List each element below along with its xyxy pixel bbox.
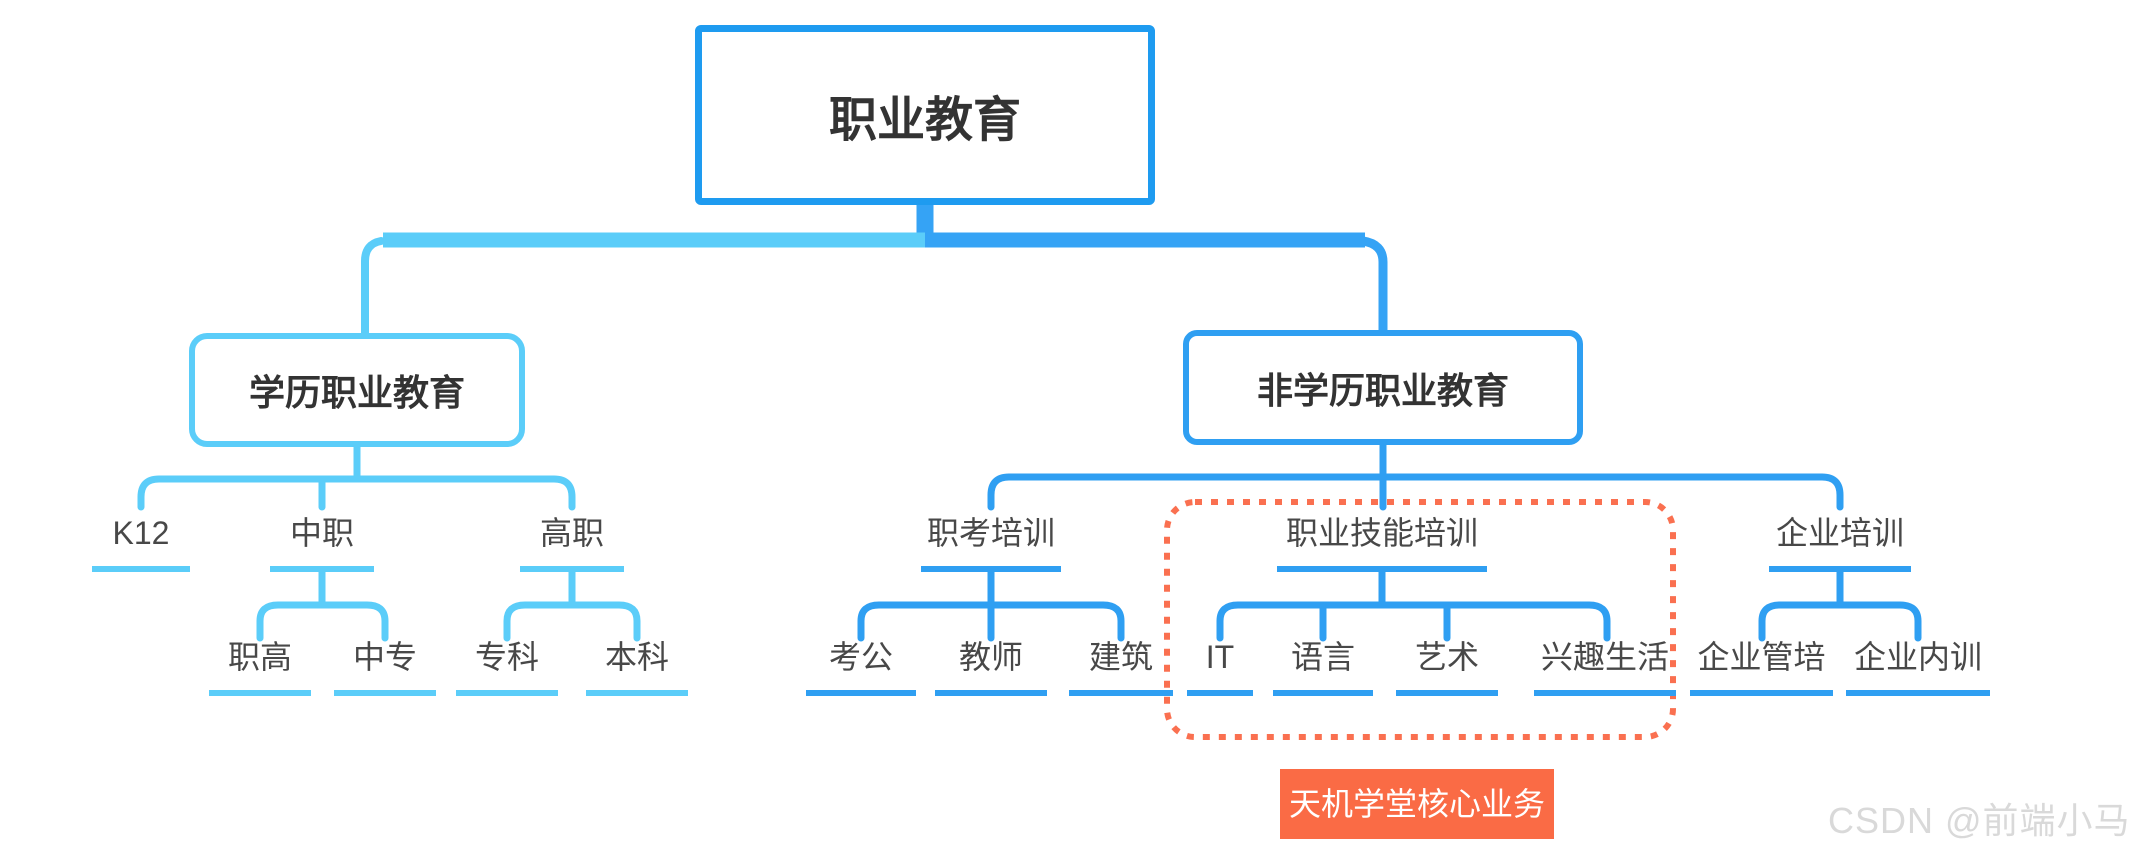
node-civil-service-exam[interactable]: 考公 [806,634,916,696]
connector-drop-nonacademic [1358,236,1388,335]
node-academic-vocational-education[interactable]: 学历职业教育 [189,333,525,447]
node-technical-secondary[interactable]: 中专 [334,634,436,696]
node-construction[interactable]: 建筑 [1069,634,1173,696]
node-k12[interactable]: K12 [92,510,190,572]
node-exam-training[interactable]: 职考培训 [921,510,1061,572]
node-label: 非学历职业教育 [1256,369,1509,411]
connector-drop-academic [361,237,385,337]
node-associate-degree[interactable]: 专科 [456,634,558,696]
connector-nonacademic-group [857,441,1922,642]
node-enterprise-training[interactable]: 企业培训 [1769,510,1911,572]
node-it[interactable]: IT [1187,634,1253,696]
node-label: 职业教育 [828,94,1021,147]
node-label: 学历职业教育 [248,372,465,413]
csdn-watermark: CSDN @前端小马 [1828,800,2131,841]
node-enterprise-internal-training[interactable]: 企业内训 [1846,634,1990,696]
node-skill-training[interactable]: 职业技能培训 [1277,510,1487,572]
node-nonacademic-vocational-education[interactable]: 非学历职业教育 [1183,330,1583,445]
node-enterprise-management-training[interactable]: 企业管培 [1690,634,1833,696]
node-art[interactable]: 艺术 [1396,634,1498,696]
node-language[interactable]: 语言 [1273,634,1373,696]
connector-academic-group [137,443,641,642]
node-bachelor-degree[interactable]: 本科 [586,634,688,696]
core-business-tag: 天机学堂核心业务 [1280,769,1554,839]
node-higher-vocational[interactable]: 高职 [520,510,624,572]
node-teacher[interactable]: 教师 [935,634,1047,696]
node-hobby-life[interactable]: 兴趣生活 [1534,634,1676,696]
node-vocational-high-school[interactable]: 职高 [209,634,311,696]
highlight-dotted-box [1164,499,1676,740]
node-root-vocational-education[interactable]: 职业教育 [695,25,1155,205]
node-secondary-vocational[interactable]: 中职 [270,510,374,572]
